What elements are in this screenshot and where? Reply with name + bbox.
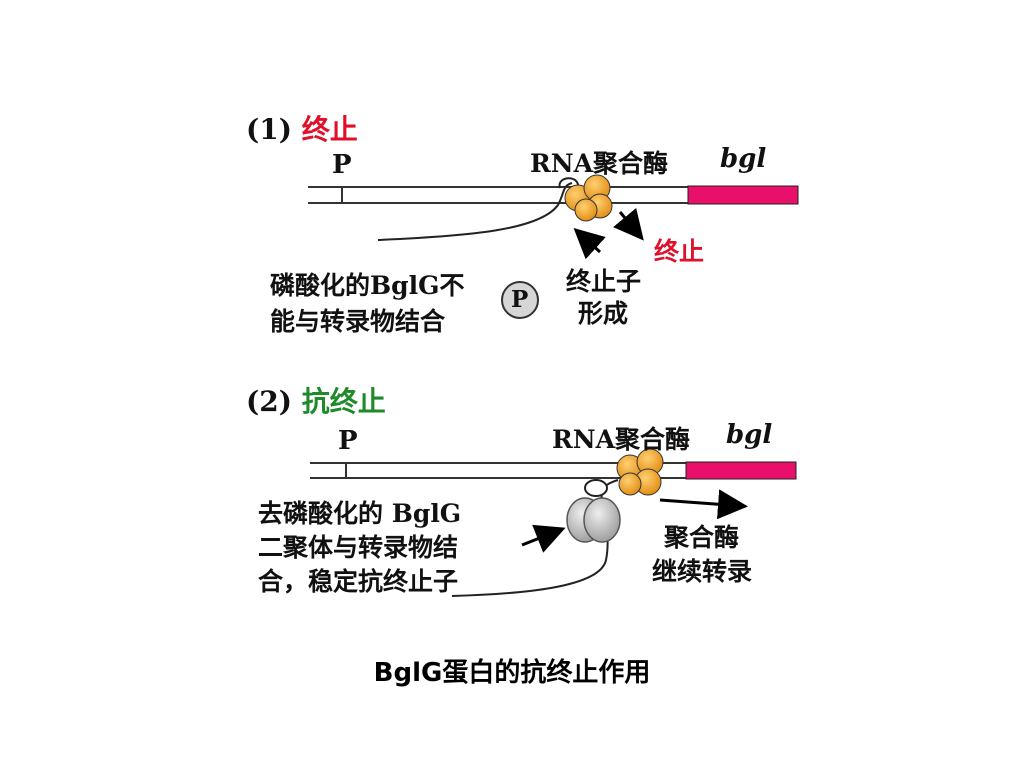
panel1-terminator-label-line2: 形成 xyxy=(578,299,629,328)
panel1-dna xyxy=(308,186,688,204)
panel2-title: 抗终止 xyxy=(301,385,386,418)
panel2-binding-arrow xyxy=(521,524,566,553)
panel1-title: 终止 xyxy=(301,113,358,146)
panel1-terminator-label-line1: 终止子 xyxy=(566,267,642,296)
panel1-promoter-label: P xyxy=(332,150,352,180)
panel2-rna-polymerase xyxy=(616,448,664,496)
panel1-phosphate-label: P xyxy=(511,286,529,313)
panel2-number: (2) xyxy=(246,385,292,418)
panel1-note-line1: 磷酸化的BglG不 xyxy=(270,271,465,300)
panel2-continue-line2: 继续转录 xyxy=(652,557,753,586)
figure-caption: BglG蛋白的抗终止作用 xyxy=(373,658,651,688)
panel2-antiterminator-loop xyxy=(584,479,608,497)
panel2-polymerase-label: RNA聚合酶 xyxy=(552,425,691,454)
panel2-note-line2: 二聚体与转录物结 xyxy=(258,533,459,562)
panel2-promoter-label: P xyxy=(338,426,358,456)
panel1-note-line2: 能与转录物结合 xyxy=(270,307,446,336)
panel2-bglg-dimer xyxy=(566,497,621,543)
panel2-bgl-gene-bar xyxy=(685,461,797,480)
panel1-transcript xyxy=(377,182,573,241)
panel1-terminator-arrow xyxy=(573,227,606,260)
panel1-rna-polymerase xyxy=(564,174,613,222)
panel1-number: (1) xyxy=(246,113,292,146)
panel2-continue-line1: 聚合酶 xyxy=(664,523,740,552)
panel1-terminate-label: 终止 xyxy=(654,237,705,266)
panel1-polymerase-label: RNA聚合酶 xyxy=(530,149,669,178)
panel1-gene-label: bgl xyxy=(720,144,767,174)
panel2-note-line3: 合，稳定抗终止子 xyxy=(258,567,459,596)
panel2-continue-arrow xyxy=(659,489,748,520)
panel1-bgl-gene-bar xyxy=(687,185,799,205)
panel1-phosphate-circle xyxy=(501,281,539,319)
panel2-gene-label: bgl xyxy=(726,420,773,450)
panel2-note-line1: 去磷酸化的 BglG xyxy=(258,499,462,528)
panel1-release-arrow xyxy=(613,207,644,241)
